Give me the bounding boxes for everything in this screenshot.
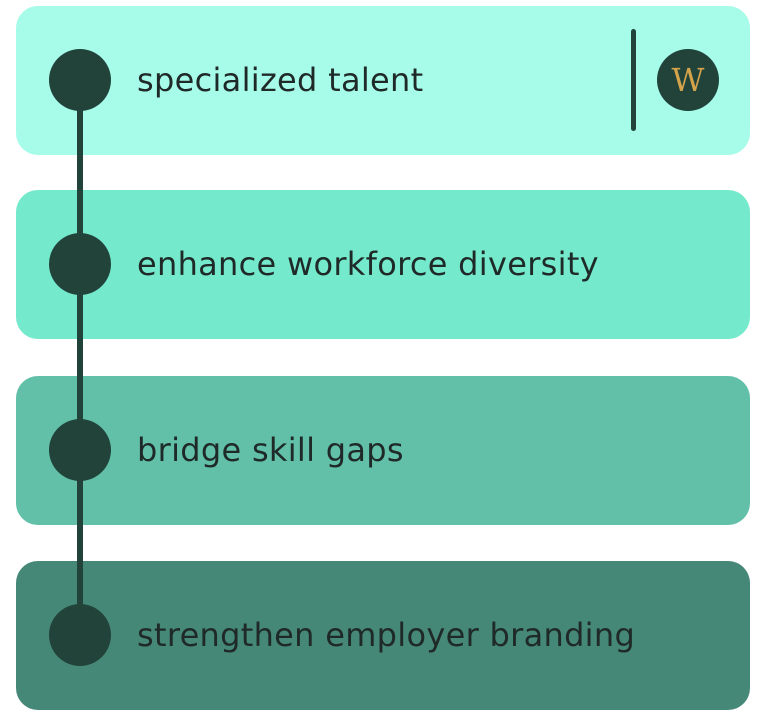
step-label: enhance workforce diversity: [137, 245, 599, 283]
step-card-4: strengthen employer branding: [16, 561, 750, 710]
step-label: strengthen employer branding: [137, 616, 636, 654]
timeline-dot-2: [49, 233, 111, 295]
step-label: bridge skill gaps: [137, 431, 404, 469]
step-card-1: specialized talent: [16, 6, 750, 155]
brand-logo: W: [657, 49, 719, 111]
step-label: specialized talent: [137, 61, 424, 99]
step-card-3: bridge skill gaps: [16, 376, 750, 525]
timeline-dot-1: [49, 49, 111, 111]
divider: [631, 29, 636, 131]
timeline-connector: [77, 80, 83, 635]
step-card-2: enhance workforce diversity: [16, 190, 750, 339]
logo-letter: W: [671, 61, 705, 99]
timeline-dot-3: [49, 419, 111, 481]
timeline-dot-4: [49, 604, 111, 666]
